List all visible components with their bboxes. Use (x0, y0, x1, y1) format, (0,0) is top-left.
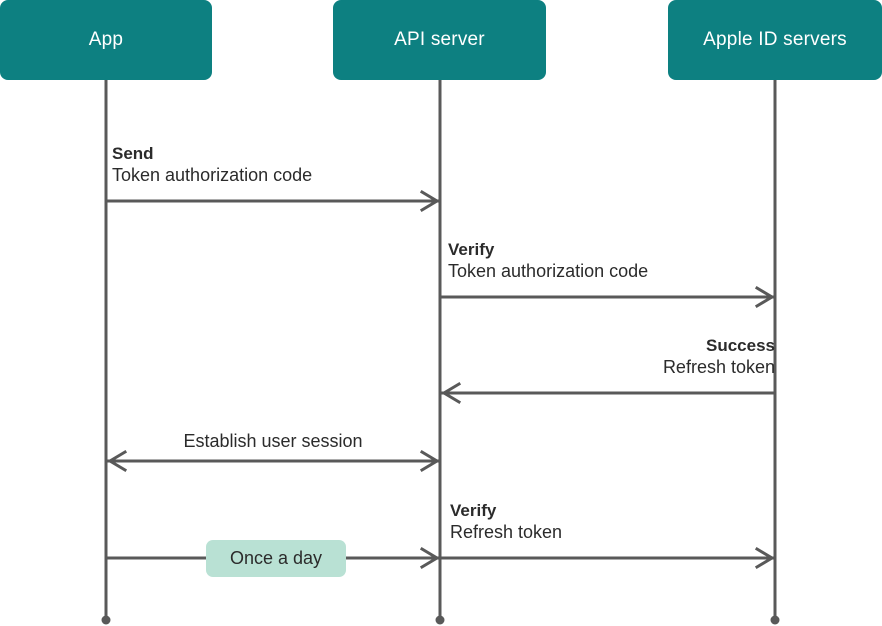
message-title-verify-refresh: Verify (450, 501, 497, 520)
note-badge-once-a-day[interactable]: Once a day (206, 540, 346, 577)
message-title-send: Send (112, 144, 154, 163)
message-title-success: Success (706, 336, 775, 355)
arrowhead-right-icon-establish-user-session (419, 449, 440, 473)
message-line-verify-refresh-token (440, 556, 775, 560)
message-label-verify-token-authorization-code: Verify Token authorization code (448, 239, 648, 283)
message-title-verify-token: Verify (448, 240, 495, 259)
message-label-verify-refresh-token: Verify Refresh token (450, 500, 562, 544)
participant-label-app: App (88, 28, 124, 50)
lifeline-end-dot-apple-id-servers (770, 615, 780, 625)
arrowhead-right-icon-send (419, 189, 440, 213)
participant-box-api-server[interactable]: API server (333, 0, 546, 80)
lifeline-app (104, 80, 108, 620)
arrowhead-right-icon-once-a-day (419, 546, 440, 570)
participant-label-api-server: API server (394, 28, 485, 50)
message-label-establish-user-session: Establish user session (106, 430, 440, 453)
message-label-send-token-authorization-code: Send Token authorization code (112, 143, 312, 187)
participant-box-app[interactable]: App (0, 0, 212, 80)
arrowhead-right-icon-verify-refresh (754, 546, 775, 570)
message-line-establish-user-session (106, 459, 440, 463)
message-subtitle-establish-user-session: Establish user session (183, 431, 363, 451)
participant-box-apple-id-servers[interactable]: Apple ID servers (668, 0, 882, 80)
lifeline-end-dot-app (101, 615, 111, 625)
message-subtitle-refresh-token-2: Refresh token (450, 522, 563, 543)
message-subtitle-refresh-token: Refresh token (662, 357, 775, 378)
arrowhead-left-icon-establish-user-session (107, 449, 128, 473)
arrowhead-left-icon-success (441, 381, 462, 405)
message-subtitle-token-authorization-code: Token authorization code (112, 165, 313, 186)
lifeline-apple-id-servers (773, 80, 777, 620)
message-line-verify-token-authorization-code (440, 295, 775, 299)
message-label-success-refresh-token: Success Refresh token (435, 335, 775, 379)
arrowhead-right-icon-verify-token (754, 285, 775, 309)
lifeline-end-dot-api-server (435, 615, 445, 625)
message-line-send-token-authorization-code (106, 199, 440, 203)
note-badge-label-once-a-day: Once a day (229, 548, 323, 568)
message-subtitle-token-authorization-code-2: Token authorization code (448, 261, 649, 282)
participant-label-apple-id-servers: Apple ID servers (703, 28, 847, 50)
lifeline-api-server (438, 80, 442, 620)
message-line-success-refresh-token (440, 391, 775, 395)
